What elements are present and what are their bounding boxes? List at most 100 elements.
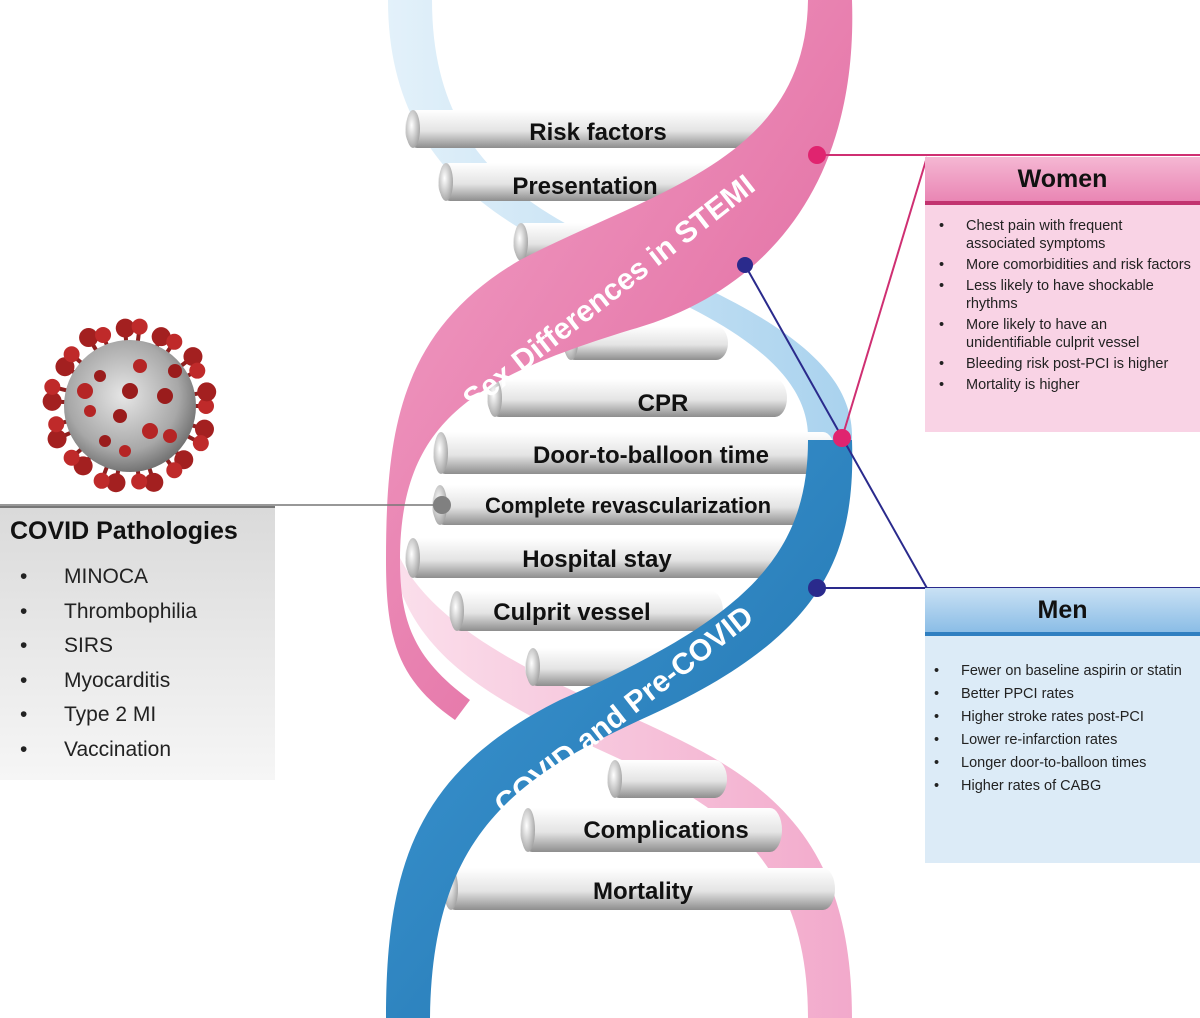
virus-spike-head <box>63 449 80 466</box>
women-findings-list: Chest pain with frequent associated symp… <box>925 205 1200 394</box>
men-findings-list: Fewer on baseline aspirin or statin Bett… <box>925 636 1200 795</box>
women-item-3: Less likely to have shockable rhythms <box>925 277 1200 313</box>
women-item-5: Bleeding risk post-PCI is higher <box>925 355 1200 373</box>
helix-rung-cap-1 <box>406 110 420 148</box>
pink-ribbon-band <box>386 0 853 720</box>
virus-surface-protein <box>113 409 127 423</box>
men-item-2: Better PPCI rates <box>925 685 1200 703</box>
virus-spike-head <box>166 333 183 350</box>
men-panel: Men Fewer on baseline aspirin or statin … <box>925 588 1200 863</box>
women-panel: Women Chest pain with frequent associate… <box>925 157 1200 432</box>
virus-spike-head <box>44 378 61 395</box>
virus-surface-protein <box>94 370 106 382</box>
women-ribbon-dot <box>833 429 851 447</box>
virus-spike-head <box>47 429 67 449</box>
helix-rung-cap-9 <box>450 591 464 631</box>
rung-label-cpr: CPR <box>638 390 689 417</box>
virus-spike-head <box>194 419 214 439</box>
virus-spike-head <box>151 327 171 347</box>
women-item-2: More comorbidities and risk factors <box>925 256 1200 274</box>
virus-surface-protein <box>163 429 177 443</box>
helix-rung-13 <box>443 868 835 910</box>
covid-item-1: MINOCA <box>0 560 275 595</box>
virus-spike-head <box>166 462 183 479</box>
virus-surface-protein <box>99 435 111 447</box>
helix-rung-1 <box>405 110 790 148</box>
helix-rung-11 <box>607 760 727 798</box>
virus-surface-protein <box>119 445 131 457</box>
helix-rung-8 <box>405 538 800 578</box>
covid-pathologies-panel: COVID Pathologies MINOCA Thrombophilia S… <box>0 506 275 780</box>
virus-spike-head <box>42 391 62 411</box>
rung-label-risk-factors: Risk factors <box>529 119 666 146</box>
blue-ribbon-band <box>386 440 853 1018</box>
helix-rung-cap-2 <box>439 163 453 201</box>
helix-rung-2 <box>438 163 738 201</box>
virus-spike-head <box>197 382 217 402</box>
virus-spike-head <box>106 473 126 493</box>
virus-spike-head <box>63 346 80 363</box>
helix-rung-cap-12 <box>521 808 535 852</box>
women-diagonal-line <box>841 156 928 439</box>
helix-rung-cap-8 <box>406 538 420 578</box>
covid-pathologies-list: MINOCA Thrombophilia SIRS Myocarditis Ty… <box>0 554 275 767</box>
helix-rung-cap-11 <box>608 760 622 798</box>
virus-spike-head <box>93 472 110 489</box>
coronavirus-icon <box>42 318 217 493</box>
men-item-1: Fewer on baseline aspirin or statin <box>925 662 1200 680</box>
covid-item-2: Thrombophilia <box>0 595 275 630</box>
rung-label-door-to-balloon: Door-to-balloon time <box>533 442 769 469</box>
virus-spike-head <box>95 326 112 343</box>
virus-spike-head <box>189 362 206 379</box>
men-item-6: Higher rates of CABG <box>925 777 1200 795</box>
virus-spike-head <box>48 416 65 433</box>
virus-spike-head <box>115 318 135 338</box>
virus-spike-head <box>192 435 209 452</box>
rung-label-culprit-vessel: Culprit vessel <box>493 599 650 626</box>
rung-label-mortality: Mortality <box>593 878 694 905</box>
virus-surface-protein <box>157 388 173 404</box>
covid-panel-title: COVID Pathologies <box>10 517 238 545</box>
covid-item-3: SIRS <box>0 629 275 664</box>
rung-label-complications: Complications <box>583 817 748 844</box>
virus-surface-protein <box>142 423 158 439</box>
helix-rung-6 <box>433 432 835 474</box>
helix-rung-5 <box>487 379 787 417</box>
virus-surface-protein <box>122 383 138 399</box>
helix-rung-cap-6 <box>434 432 448 474</box>
helix-rung-12 <box>520 808 782 852</box>
virus-spike-head <box>198 398 214 414</box>
rung-label-presentation: Presentation <box>512 173 657 200</box>
virus-surface-protein <box>77 383 93 399</box>
men-diagonal-line <box>744 264 929 591</box>
virus-spike-head <box>183 347 203 367</box>
men-panel-title: Men <box>925 588 1200 636</box>
covid-connector-dot <box>433 496 451 514</box>
covid-item-6: Vaccination <box>0 733 275 768</box>
men-item-4: Lower re-infarction rates <box>925 731 1200 749</box>
virus-spike-head <box>144 472 164 492</box>
men-item-5: Longer door-to-balloon times <box>925 754 1200 772</box>
helix-rung-9 <box>449 591 723 631</box>
helix-back-strand-lower <box>387 510 852 1018</box>
virus-surface-protein <box>133 359 147 373</box>
helix-rung-cap-5 <box>488 379 502 417</box>
helix-rung-cap-3 <box>514 223 528 261</box>
helix-rung-7 <box>432 485 828 525</box>
women-connector-dot <box>808 146 826 164</box>
men-connector-dot <box>808 579 826 597</box>
men-item-3: Higher stroke rates post-PCI <box>925 708 1200 726</box>
women-item-1: Chest pain with frequent associated symp… <box>925 217 1200 253</box>
helix-back-strand-upper <box>388 0 853 440</box>
virus-spike-head <box>79 328 99 348</box>
helix-rung-cap-10 <box>526 648 540 686</box>
women-item-6: Mortality is higher <box>925 376 1200 394</box>
virus-spike-head <box>131 473 148 490</box>
virus-spike-head <box>131 318 148 335</box>
virus-surface-protein <box>168 364 182 378</box>
rung-label-hospital-stay: Hospital stay <box>522 546 672 573</box>
covid-item-4: Myocarditis <box>0 664 275 699</box>
rung-label-complete-revascularization: Complete revascularization <box>485 493 771 518</box>
women-item-4: More likely to have an unidentifiable cu… <box>925 316 1200 352</box>
